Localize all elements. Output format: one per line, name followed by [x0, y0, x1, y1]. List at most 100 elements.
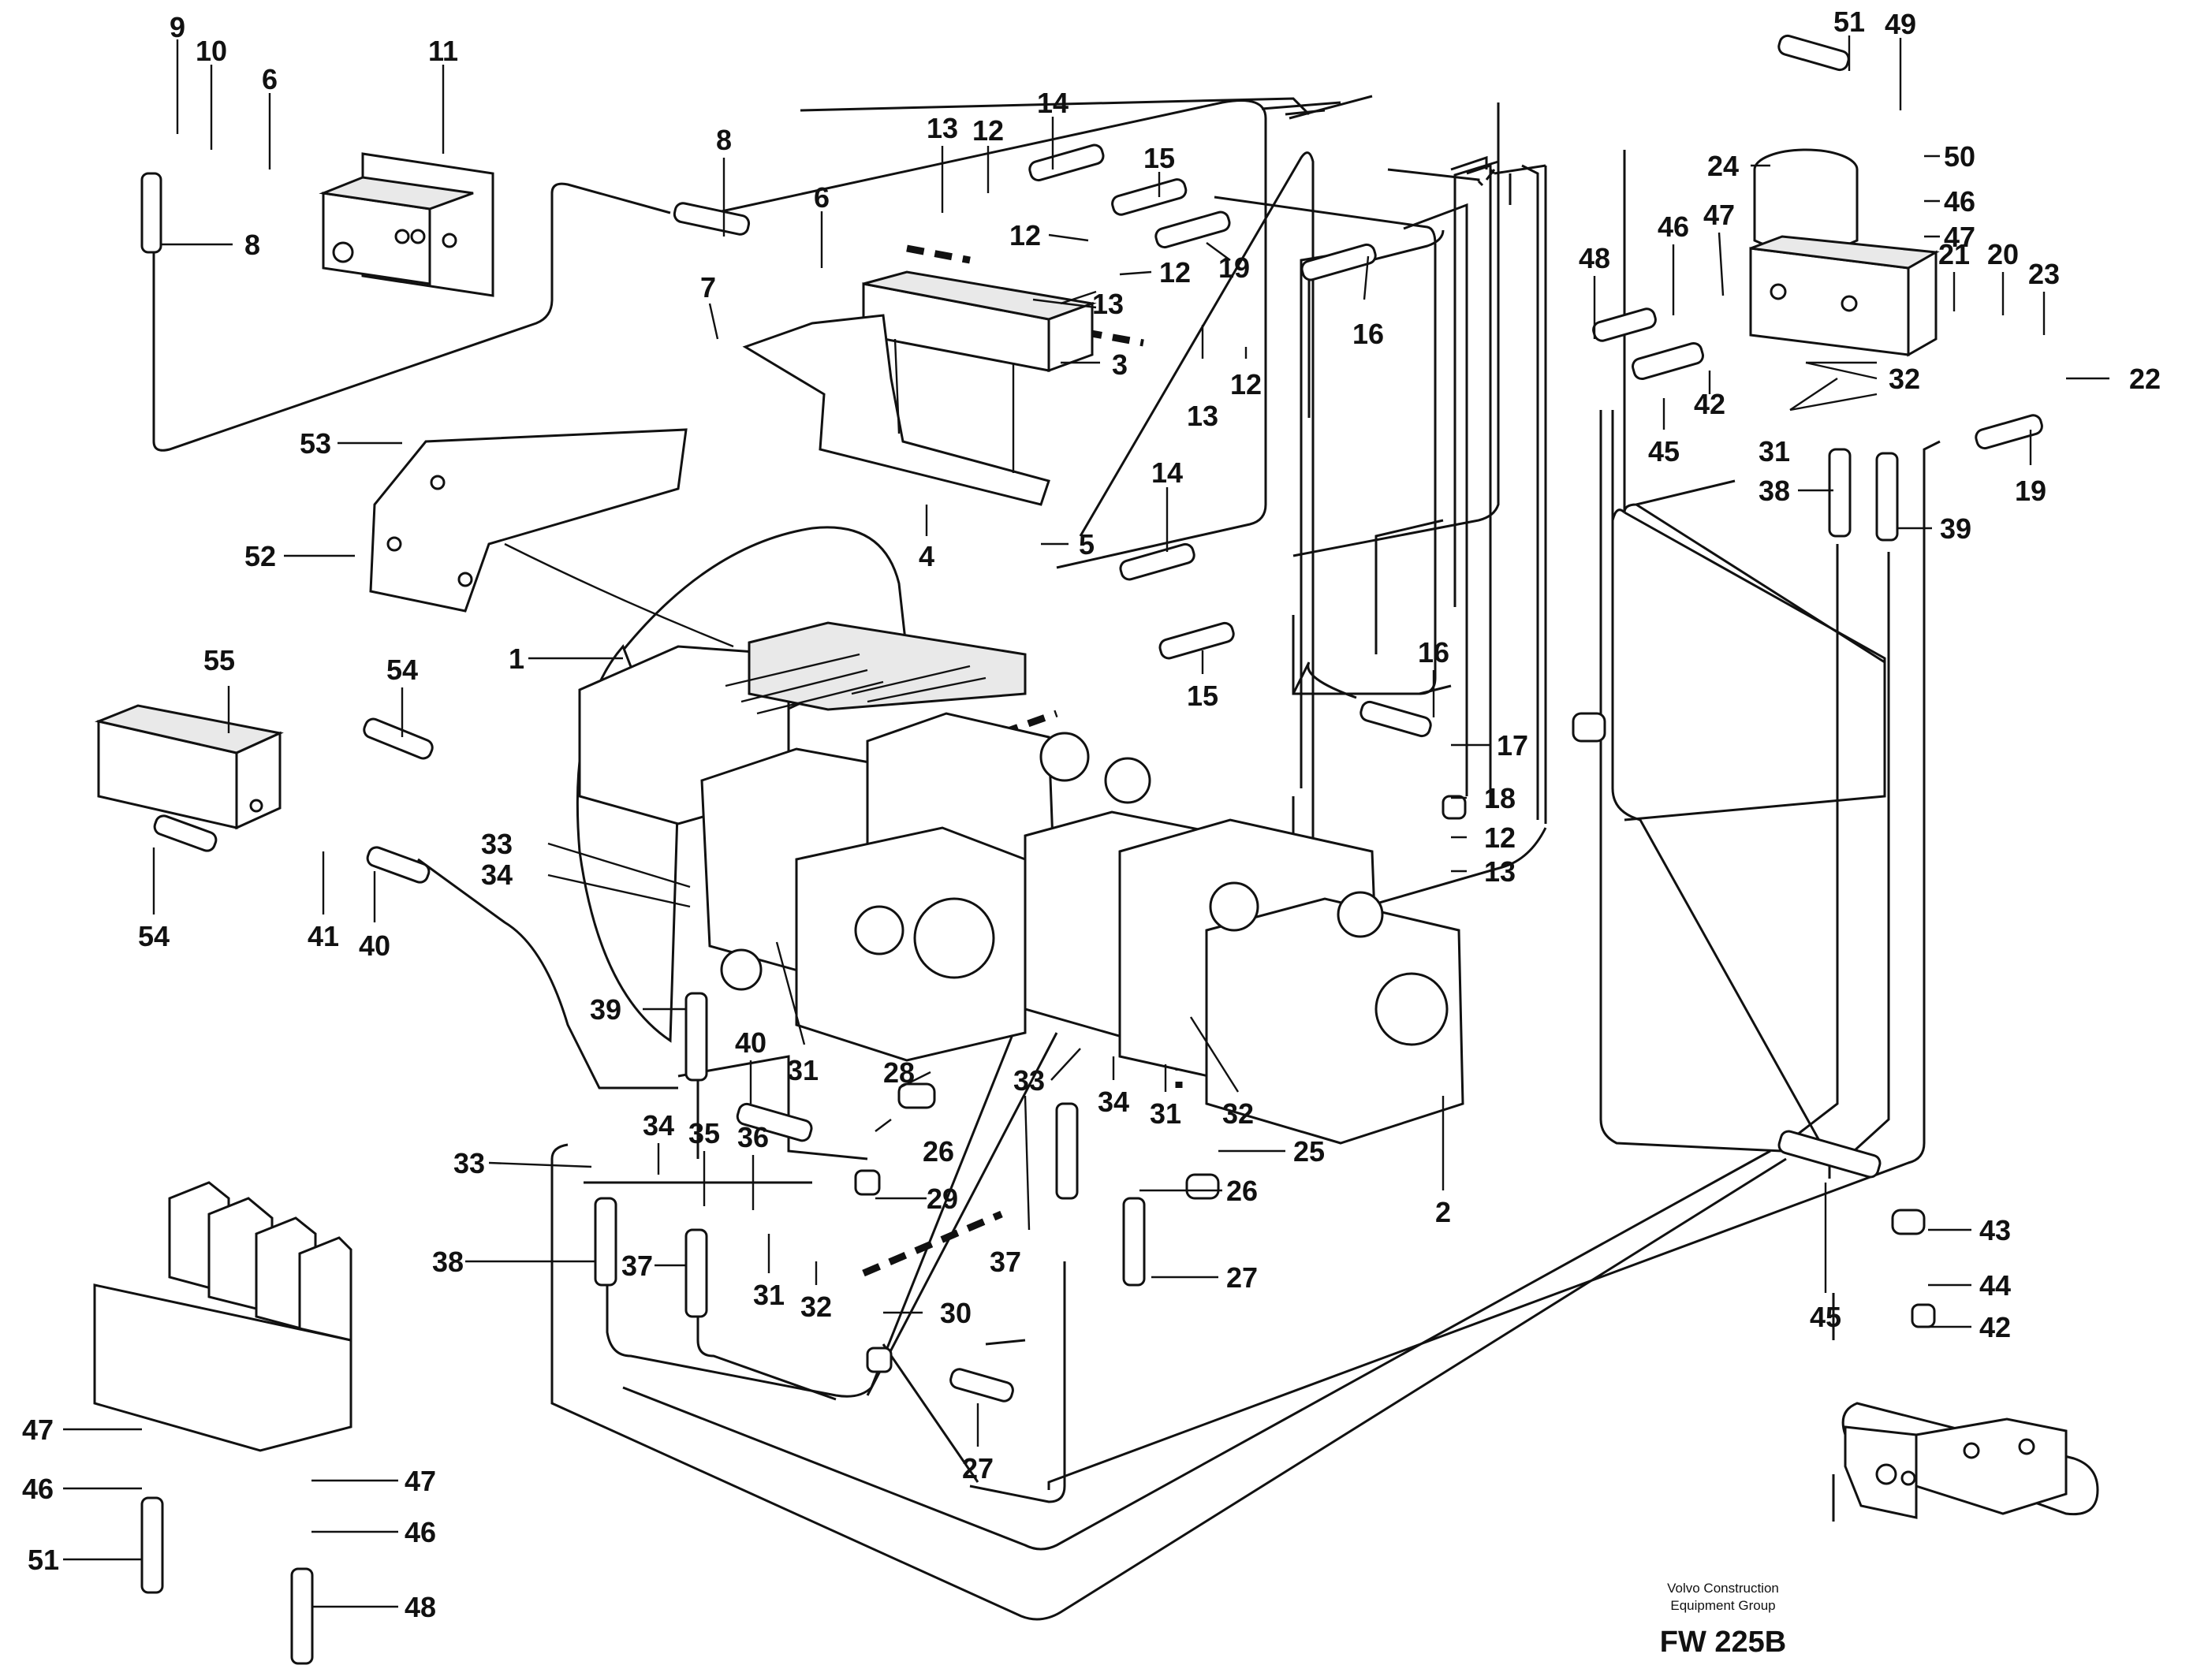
valve-block-bracket — [742, 270, 1097, 506]
distribution-block — [94, 704, 284, 830]
callout-label: 16 — [1418, 636, 1449, 669]
callout-label: 19 — [2015, 475, 2046, 507]
callout-label: 34 — [643, 1109, 674, 1142]
callout-label: 37 — [990, 1246, 1021, 1278]
callout-label: 47 — [405, 1465, 436, 1497]
callout-label: 40 — [359, 929, 390, 962]
callout-label: 43 — [1979, 1214, 2011, 1246]
callout-label: 48 — [1579, 242, 1610, 274]
callout-label: 46 — [22, 1473, 54, 1505]
callout-label: 13 — [1187, 400, 1218, 432]
callout-label: 31 — [787, 1054, 819, 1086]
callout-label: 5 — [1079, 528, 1095, 561]
callout-label: 49 — [1885, 8, 1916, 40]
callout-label: 10 — [196, 35, 227, 67]
callout-label: 46 — [405, 1516, 436, 1548]
cover-plate — [369, 428, 688, 613]
callout-labels: 9 10 6 11 8 8 6 7 13 12 14 15 12 13 12 1… — [22, 6, 2161, 1623]
callout-label: 42 — [1694, 388, 1725, 420]
callout-label: 44 — [1979, 1269, 2011, 1302]
callout-label: 31 — [1759, 435, 1790, 467]
callout-label: 52 — [244, 540, 276, 572]
callout-label: 32 — [800, 1291, 832, 1323]
callout-label: 47 — [1944, 221, 1975, 253]
callout-label: 1 — [509, 643, 524, 675]
callout-label: 38 — [1759, 475, 1790, 507]
callout-label: 46 — [1944, 185, 1975, 218]
callout-label: 19 — [1218, 251, 1250, 284]
callout-label: 46 — [1658, 210, 1689, 243]
callout-label: 11 — [428, 35, 458, 67]
callout-label: 33 — [481, 828, 513, 860]
callout-label: 12 — [1009, 219, 1041, 251]
callout-label: 50 — [1944, 140, 1975, 173]
callout-label: 12 — [1484, 821, 1516, 854]
callout-label: 47 — [1703, 199, 1735, 231]
callout-label: 2 — [1435, 1196, 1451, 1228]
callout-label: 27 — [962, 1452, 994, 1484]
callout-label: 13 — [1484, 855, 1516, 888]
callout-label: 31 — [1150, 1097, 1181, 1130]
callout-label: 34 — [481, 859, 513, 891]
leader-lines — [63, 35, 2109, 1608]
callout-label: 12 — [1159, 256, 1191, 289]
callout-label: 15 — [1187, 680, 1218, 712]
relief-valve — [1841, 1402, 2099, 1519]
callout-label: 29 — [927, 1183, 958, 1215]
callout-label: 47 — [22, 1414, 54, 1446]
credit-line-2: Equipment Group — [1670, 1598, 1775, 1613]
callout-label: 24 — [1707, 150, 1739, 182]
callout-label: 51 — [28, 1544, 59, 1576]
callout-label: 40 — [735, 1026, 766, 1059]
callout-label: 21 — [1938, 238, 1970, 270]
callout-label: 26 — [923, 1135, 954, 1168]
callout-label: 37 — [621, 1250, 653, 1282]
callout-label: 51 — [1833, 6, 1865, 38]
callout-label: 15 — [1143, 142, 1175, 174]
callout-label: 12 — [1230, 368, 1262, 400]
solenoid-valve-block — [319, 152, 494, 297]
callout-label: 41 — [308, 920, 339, 952]
callout-label: 22 — [2129, 363, 2161, 395]
callout-label: 8 — [244, 229, 260, 261]
callout-label: 6 — [814, 181, 830, 214]
callout-label: 33 — [453, 1147, 485, 1179]
callout-label: 6 — [262, 63, 278, 95]
callout-label: 3 — [1112, 348, 1128, 381]
callout-label: 38 — [432, 1246, 464, 1278]
callout-label: 39 — [1940, 512, 1971, 545]
callout-label: 33 — [1013, 1064, 1045, 1097]
callout-label: 55 — [203, 644, 235, 676]
callout-label: 16 — [1352, 318, 1384, 350]
callout-label: 12 — [972, 114, 1004, 147]
control-valve-bank — [93, 1181, 352, 1452]
callout-label: 54 — [386, 654, 418, 686]
callout-label: 27 — [1226, 1261, 1258, 1294]
callout-label: 4 — [919, 540, 934, 572]
pump-assembly — [504, 526, 1464, 1145]
callout-label: 20 — [1987, 238, 2019, 270]
callout-label: 28 — [883, 1056, 915, 1089]
callout-label: 42 — [1979, 1311, 2011, 1343]
callout-label: 34 — [1098, 1086, 1129, 1118]
callout-label: 14 — [1037, 87, 1069, 119]
callout-label: 53 — [300, 427, 331, 460]
callout-label: 45 — [1810, 1301, 1841, 1333]
callout-label: 39 — [590, 993, 621, 1026]
callout-label: 13 — [927, 112, 958, 144]
filter-housing — [1749, 148, 1940, 357]
credit-line-1: Volvo Construction — [1667, 1581, 1779, 1596]
callout-label: 14 — [1151, 456, 1183, 489]
callout-label: 7 — [700, 271, 716, 304]
callout-label: 48 — [405, 1591, 436, 1623]
figure-number: FW 225B — [1660, 1626, 1786, 1659]
callout-label: 45 — [1648, 435, 1680, 467]
callout-label: 32 — [1889, 363, 1920, 395]
callout-label: 8 — [716, 124, 732, 156]
callout-label: 18 — [1484, 782, 1516, 814]
callout-label: 25 — [1293, 1135, 1325, 1168]
callout-label: 13 — [1092, 288, 1124, 320]
callout-label: 36 — [737, 1121, 769, 1153]
callout-label: 32 — [1222, 1097, 1254, 1130]
